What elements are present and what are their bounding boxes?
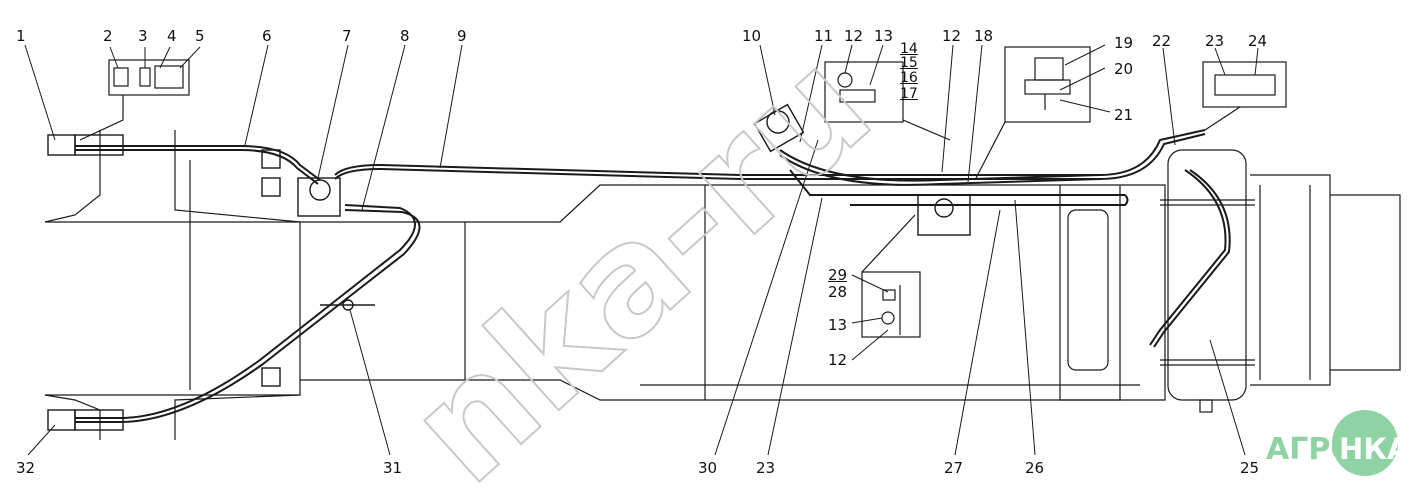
callout-18: 18: [974, 27, 994, 45]
callout-23-top: 23: [1205, 32, 1225, 50]
callout-9: 9: [457, 27, 467, 45]
callout-15: 15: [900, 55, 918, 71]
callout-12-inset: 12: [828, 351, 848, 369]
callout-12-top: 12: [844, 27, 864, 45]
callout-27: 27: [944, 459, 964, 477]
leader-lines: [24, 44, 1259, 456]
logo-text-left: АГРО: [1266, 432, 1356, 467]
callout-29: 29: [828, 266, 848, 284]
components: [47, 103, 971, 431]
callout-22: 22: [1152, 32, 1172, 50]
callout-25: 25: [1240, 459, 1260, 477]
callout-5: 5: [195, 27, 205, 45]
frame-outline: [44, 130, 1401, 440]
callout-7: 7: [342, 27, 352, 45]
callout-10: 10: [742, 27, 762, 45]
callout-13-top: 13: [874, 27, 894, 45]
callout-13-inset: 13: [828, 316, 848, 334]
callout-2: 2: [103, 27, 113, 45]
pipes: [75, 129, 1231, 423]
callout-26: 26: [1025, 459, 1045, 477]
callout-20: 20: [1114, 60, 1134, 78]
air-receiver-tank: [1160, 149, 1255, 413]
callout-12-mid: 12: [942, 27, 962, 45]
callout-14: 14: [900, 41, 918, 57]
callout-19: 19: [1114, 34, 1134, 52]
callout-24: 24: [1248, 32, 1268, 50]
callout-31: 31: [383, 459, 403, 477]
callout-30: 30: [698, 459, 718, 477]
logo-circle: [1332, 410, 1398, 476]
callout-4: 4: [167, 27, 177, 45]
callout-16: 16: [900, 70, 918, 86]
watermark-text: nka-ru: [378, 19, 904, 503]
detail-insets: [79, 46, 1287, 338]
callout-32: 32: [16, 459, 36, 477]
callout-17: 17: [900, 86, 918, 102]
callout-23-bottom: 23: [756, 459, 776, 477]
callout-11: 11: [814, 27, 834, 45]
watermark: nka-ru: [377, 18, 905, 503]
callout-21: 21: [1114, 106, 1134, 124]
callout-8: 8: [400, 27, 410, 45]
callout-28: 28: [828, 283, 848, 301]
logo-text-right: НКА: [1339, 432, 1410, 466]
callout-1: 1: [16, 27, 26, 45]
callout-6: 6: [262, 27, 272, 45]
callout-3: 3: [138, 27, 148, 45]
